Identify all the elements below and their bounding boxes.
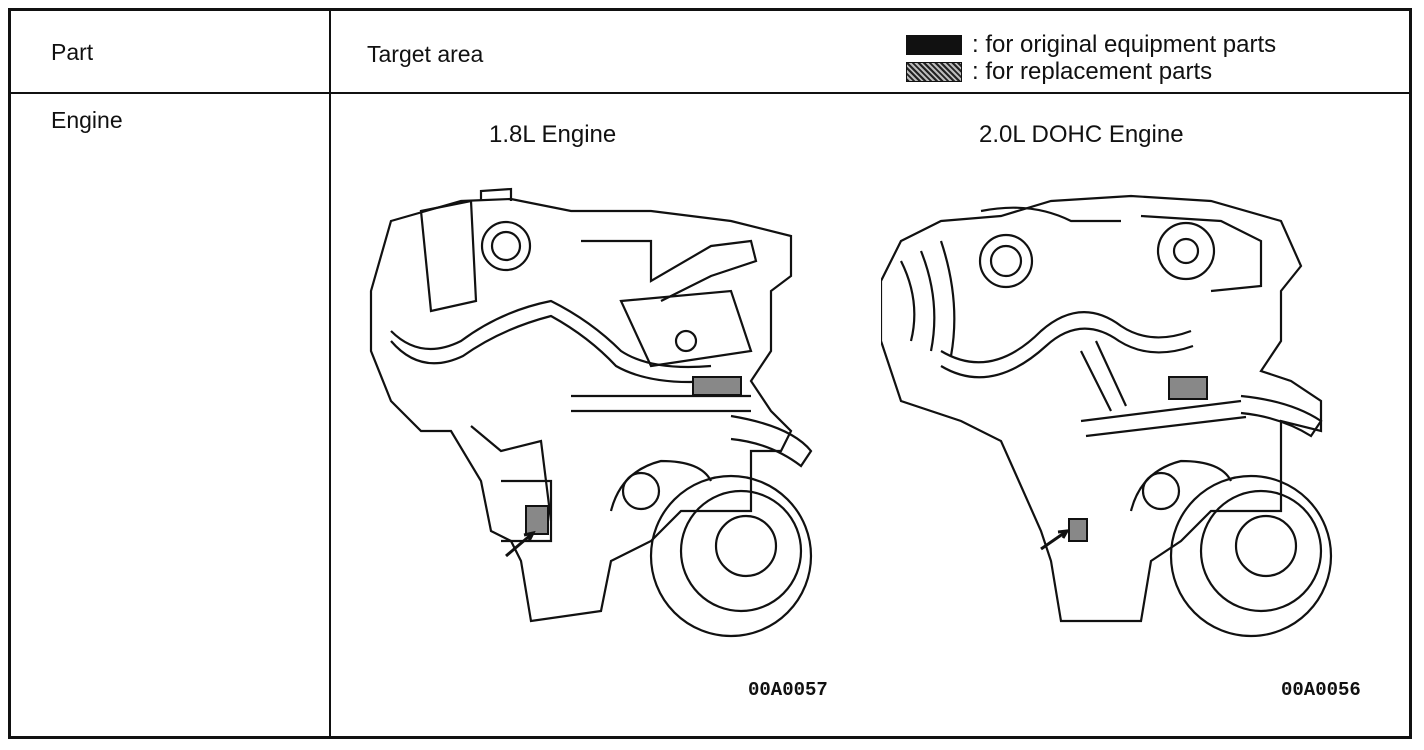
engine-20l-illustration xyxy=(881,194,1333,638)
figure-title-20l: 2.0L DOHC Engine xyxy=(979,121,1184,148)
column-divider xyxy=(329,11,331,736)
part-column-header: Part xyxy=(51,39,94,65)
legend-original-label: : for original equipment parts xyxy=(972,31,1277,58)
hatched-swatch-icon xyxy=(906,62,962,82)
target-area-column-header: Target area xyxy=(367,41,484,67)
figure-code-18l: 00A0057 xyxy=(748,679,828,701)
legend-replacement-label: : for replacement parts xyxy=(972,58,1213,85)
figure-title-18l: 1.8L Engine xyxy=(489,121,617,148)
legend-original: : for original equipment parts xyxy=(906,31,1276,59)
figure-code-20l: 00A0056 xyxy=(1281,679,1361,701)
part-engine-label: Engine xyxy=(51,107,123,133)
legend-replacement: : for replacement parts xyxy=(906,58,1212,86)
engine-18l-illustration xyxy=(369,187,813,638)
parts-table: Part Target area : for original equipmen… xyxy=(8,8,1412,739)
header-divider xyxy=(11,92,1409,94)
solid-swatch-icon xyxy=(906,35,962,55)
